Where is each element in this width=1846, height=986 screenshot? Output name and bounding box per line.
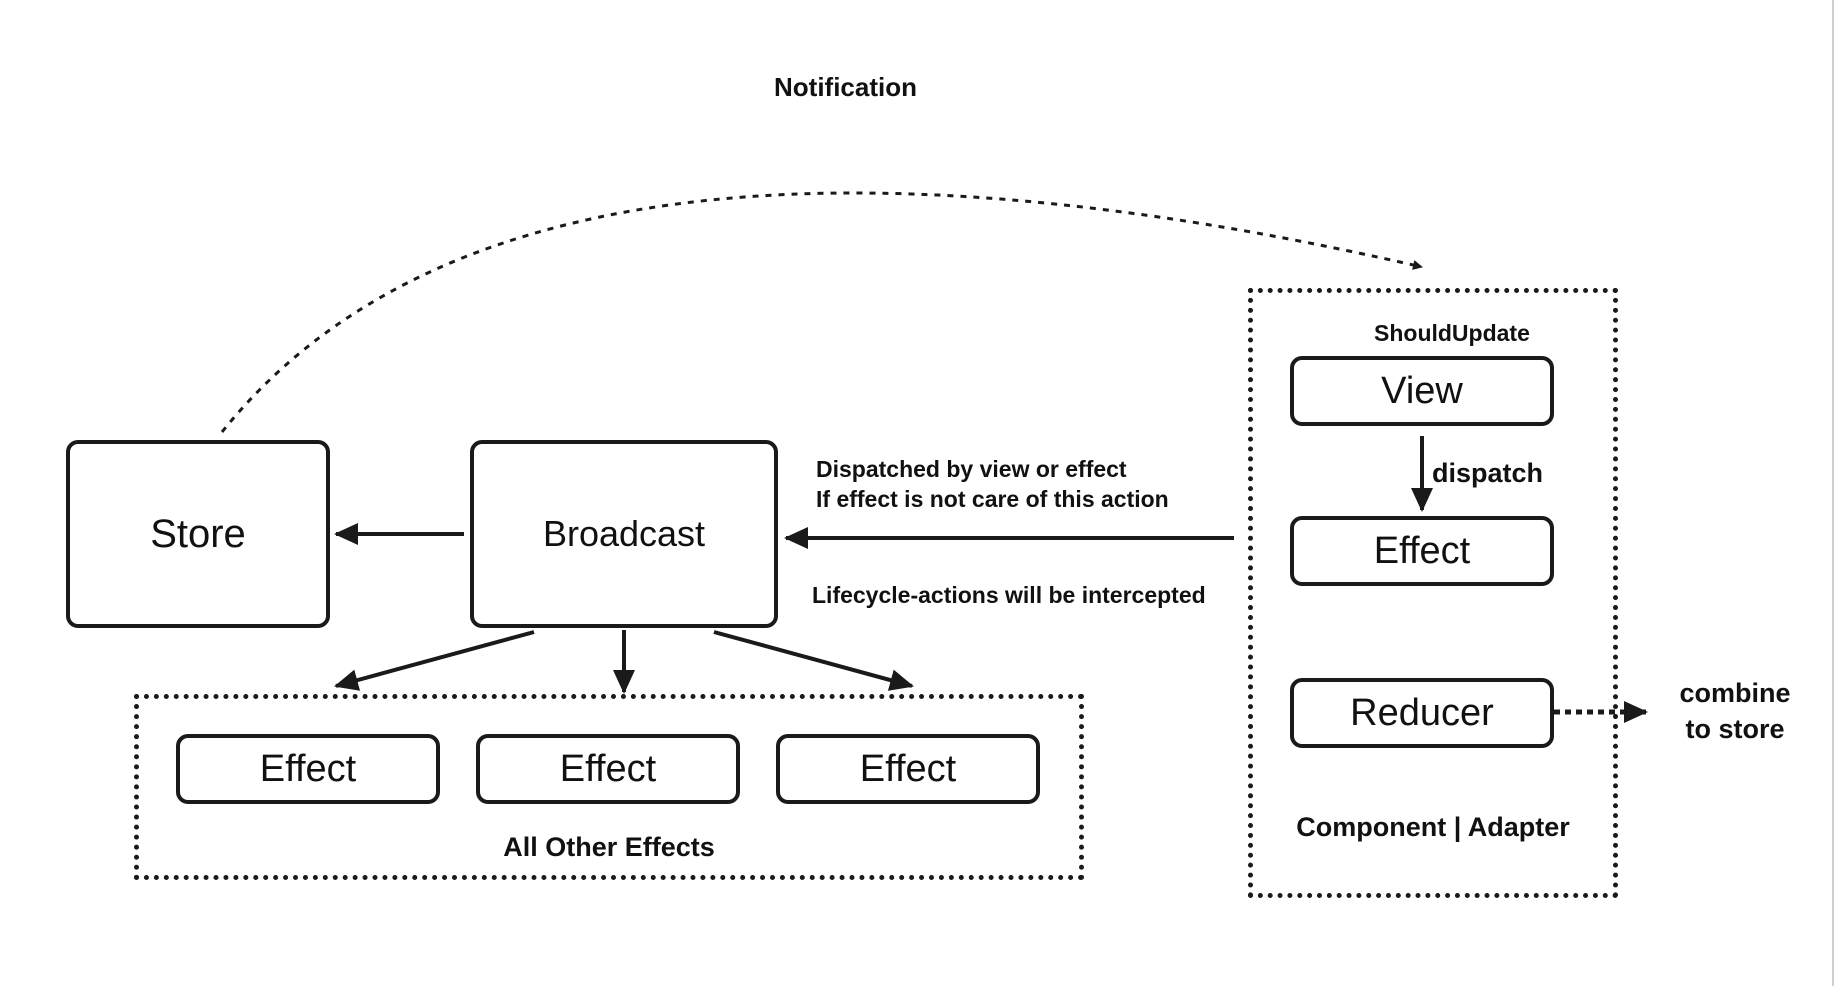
other-effect-label-1: Effect <box>259 747 357 790</box>
should-update-label: ShouldUpdate <box>1374 320 1530 346</box>
reducer-box: Reducer <box>1290 678 1554 748</box>
other-effect-label-2: Effect <box>559 747 657 790</box>
component-effect-label: Effect <box>1373 529 1471 572</box>
dispatch-label: dispatch <box>1432 458 1544 488</box>
view-box: View <box>1290 356 1554 426</box>
notification-arrow <box>220 191 1423 433</box>
notification-label: Notification <box>774 72 917 102</box>
other-effects-group <box>134 694 1084 880</box>
store-label: Store <box>150 511 246 556</box>
broadcast-box: Broadcast <box>470 440 778 628</box>
broadcast-to-effect-left-arrow <box>334 630 535 691</box>
reducer-label: Reducer <box>1350 691 1494 734</box>
other-effect-label-3: Effect <box>859 747 957 790</box>
other-effects-group-label: All Other Effects <box>503 832 715 862</box>
component-adapter-group <box>1248 288 1618 898</box>
dispatched-note-line1: Dispatched by view or effect <box>816 456 1127 482</box>
combine-label-line2: to store <box>1685 714 1785 744</box>
other-effect-box-1: Effect <box>176 734 440 804</box>
combine-label-line1: combine <box>1679 678 1791 708</box>
other-effect-box-3: Effect <box>776 734 1040 804</box>
broadcast-label: Broadcast <box>542 513 706 554</box>
page-edge-rule <box>1832 0 1834 986</box>
component-effect-box: Effect <box>1290 516 1554 586</box>
view-label: View <box>1381 369 1463 412</box>
component-adapter-label: Component | Adapter <box>1296 812 1570 842</box>
store-box: Store <box>66 440 330 628</box>
broadcast-to-effect-right-arrow <box>713 630 914 691</box>
other-effect-box-2: Effect <box>476 734 740 804</box>
intercepted-note: Lifecycle-actions will be intercepted <box>812 582 1206 608</box>
dispatched-note-line2: If effect is not care of this action <box>816 486 1169 512</box>
